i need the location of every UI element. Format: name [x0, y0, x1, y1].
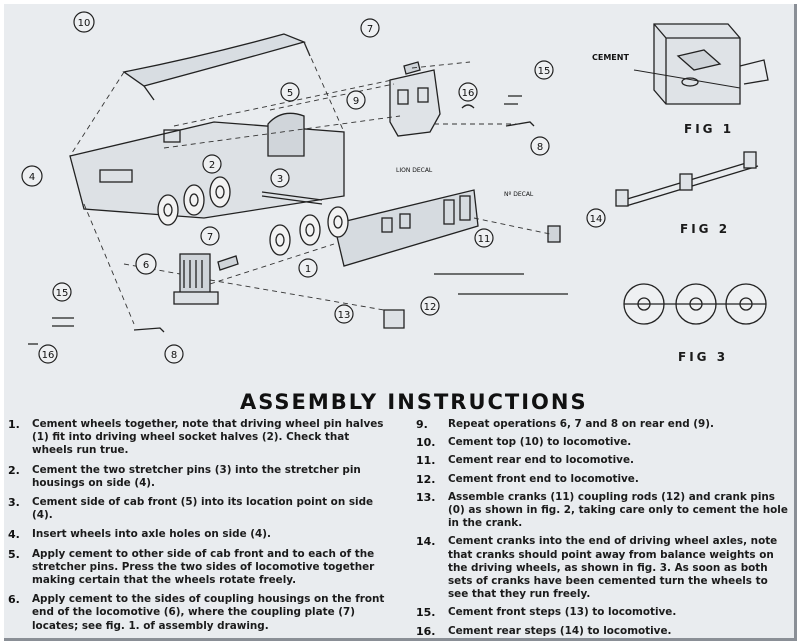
step-2: 2. Cement the two stretcher pins (3) into…	[8, 464, 390, 490]
step-5: 5. Apply cement to other side of cab fron…	[8, 548, 390, 588]
step-text: Cement the two stretcher pins (3) into t…	[32, 463, 361, 489]
step-number: 11.	[416, 454, 436, 468]
step-14: 14. Cement cranks into the end of driving…	[416, 535, 788, 601]
callout-14: 14	[590, 214, 603, 225]
callout-15b: 15	[56, 288, 69, 299]
callout-11: 11	[478, 234, 491, 245]
fig2-label: FIG 2	[680, 222, 731, 236]
step-text: Cement front end to locomotive.	[448, 472, 639, 485]
part-top	[122, 33, 307, 87]
callout-2: 2	[209, 160, 215, 171]
step-text: Cement cranks into the end of driving wh…	[448, 535, 778, 601]
callout-10: 10	[78, 18, 91, 29]
callout-8b: 8	[171, 350, 177, 361]
fig1-drawing	[633, 23, 769, 105]
step-text: Assemble cranks (11) coupling rods (12) …	[448, 490, 788, 530]
fig3-label: FIG 3	[678, 350, 729, 364]
step-11: 11. Cement rear end to locomotive.	[416, 454, 788, 467]
callout-1: 1	[305, 264, 311, 275]
step-16: 16. Cement rear steps (14) to locomotive.	[416, 625, 788, 638]
step-text: Cement rear end to locomotive.	[448, 454, 634, 467]
instruction-sheet: 10 7 15 5 9 16 4 2 8 3 14 1 7 6 11 15 12…	[4, 4, 797, 641]
step-number: 1.	[8, 418, 20, 431]
part-front-steps	[383, 309, 405, 329]
callout-8a: 8	[537, 142, 543, 153]
step-number: 10.	[416, 436, 436, 450]
step-text: Cement side of cab front (5) into its lo…	[32, 496, 374, 522]
callout-7b: 7	[207, 232, 213, 243]
step-number: 15.	[416, 606, 436, 620]
cement-label: CEMENT	[592, 53, 629, 62]
step-text: Apply cement to other side of cab front …	[32, 547, 375, 587]
part-coupling-rods	[434, 273, 568, 295]
step-text: Cement rear steps (14) to locomotive.	[448, 624, 672, 637]
part-coupling-plate	[403, 61, 421, 75]
step-4: 4. Insert wheels into axle holes on side …	[8, 528, 390, 541]
step-number: 4.	[8, 528, 20, 542]
step-9: 9. Repeat operations 6, 7 and 8 on rear e…	[416, 418, 788, 431]
callout-9: 9	[353, 96, 359, 107]
callout-numbers: 10 7 15 5 9 16 4 2 8 3 14 1 7 6 11 15 12…	[29, 18, 603, 361]
step-3: 3. Cement side of cab front (5) into its …	[8, 496, 390, 522]
part-cab-front	[267, 112, 305, 157]
instructions-title: ASSEMBLY INSTRUCTIONS	[240, 390, 588, 414]
callout-13: 13	[338, 310, 351, 321]
step-number: 9.	[416, 418, 428, 431]
part-rear-end	[389, 69, 441, 137]
step-number: 12.	[416, 472, 436, 486]
step-number: 13.	[416, 490, 436, 504]
step-text: Cement front steps (13) to locomotive.	[448, 606, 677, 619]
step-number: 5.	[8, 547, 20, 561]
callout-group	[21, 11, 606, 364]
callout-3: 3	[277, 174, 283, 185]
part-stretcher-pin	[261, 191, 323, 205]
number-decal-label: Nº DECAL	[504, 191, 534, 198]
steps-right-column: 9. Repeat operations 6, 7 and 8 on rear e…	[416, 418, 788, 638]
steps-left-column: 1. Cement wheels together, note that driv…	[8, 418, 390, 633]
callout-16b: 16	[42, 350, 55, 361]
step-text: Repeat operations 6, 7 and 8 on rear end…	[448, 418, 714, 430]
step-number: 6.	[8, 593, 20, 607]
callout-15a: 15	[538, 66, 551, 77]
fig1-label: FIG 1	[684, 122, 735, 136]
part-front-end	[179, 253, 211, 295]
callout-4: 4	[29, 172, 35, 183]
step-text: Cement top (10) to locomotive.	[448, 436, 632, 449]
step-number: 2.	[8, 463, 20, 477]
step-6: 6. Apply cement to the sides of coupling …	[8, 593, 390, 633]
step-text: Apply cement to the sides of coupling ho…	[32, 593, 385, 632]
step-12: 12. Cement front end to locomotive.	[416, 473, 788, 486]
callout-5: 5	[287, 88, 293, 99]
part-rear-steps	[547, 225, 561, 243]
step-1: 1. Cement wheels together, note that driv…	[8, 418, 390, 458]
step-15: 15. Cement front steps (13) to locomotive…	[416, 606, 788, 619]
assembly-diagram: 10 7 15 5 9 16 4 2 8 3 14 1 7 6 11 15 12…	[21, 11, 769, 364]
step-number: 14.	[416, 535, 436, 549]
step-text: Cement wheels together, note that drivin…	[32, 418, 384, 457]
lion-decal-label: LION DECAL	[396, 167, 433, 174]
step-13: 13. Assemble cranks (11) coupling rods (1…	[416, 491, 788, 531]
step-number: 16.	[416, 624, 436, 638]
callout-7a: 7	[367, 24, 373, 35]
fig3-drawing	[623, 283, 767, 325]
step-10: 10. Cement top (10) to locomotive.	[416, 436, 788, 449]
step-text: Insert wheels into axle holes on side (4…	[32, 528, 271, 541]
callout-6: 6	[143, 260, 149, 271]
fig2-drawing	[615, 151, 759, 207]
callout-16a: 16	[462, 88, 475, 99]
callout-12: 12	[424, 302, 437, 313]
step-number: 3.	[8, 496, 20, 510]
